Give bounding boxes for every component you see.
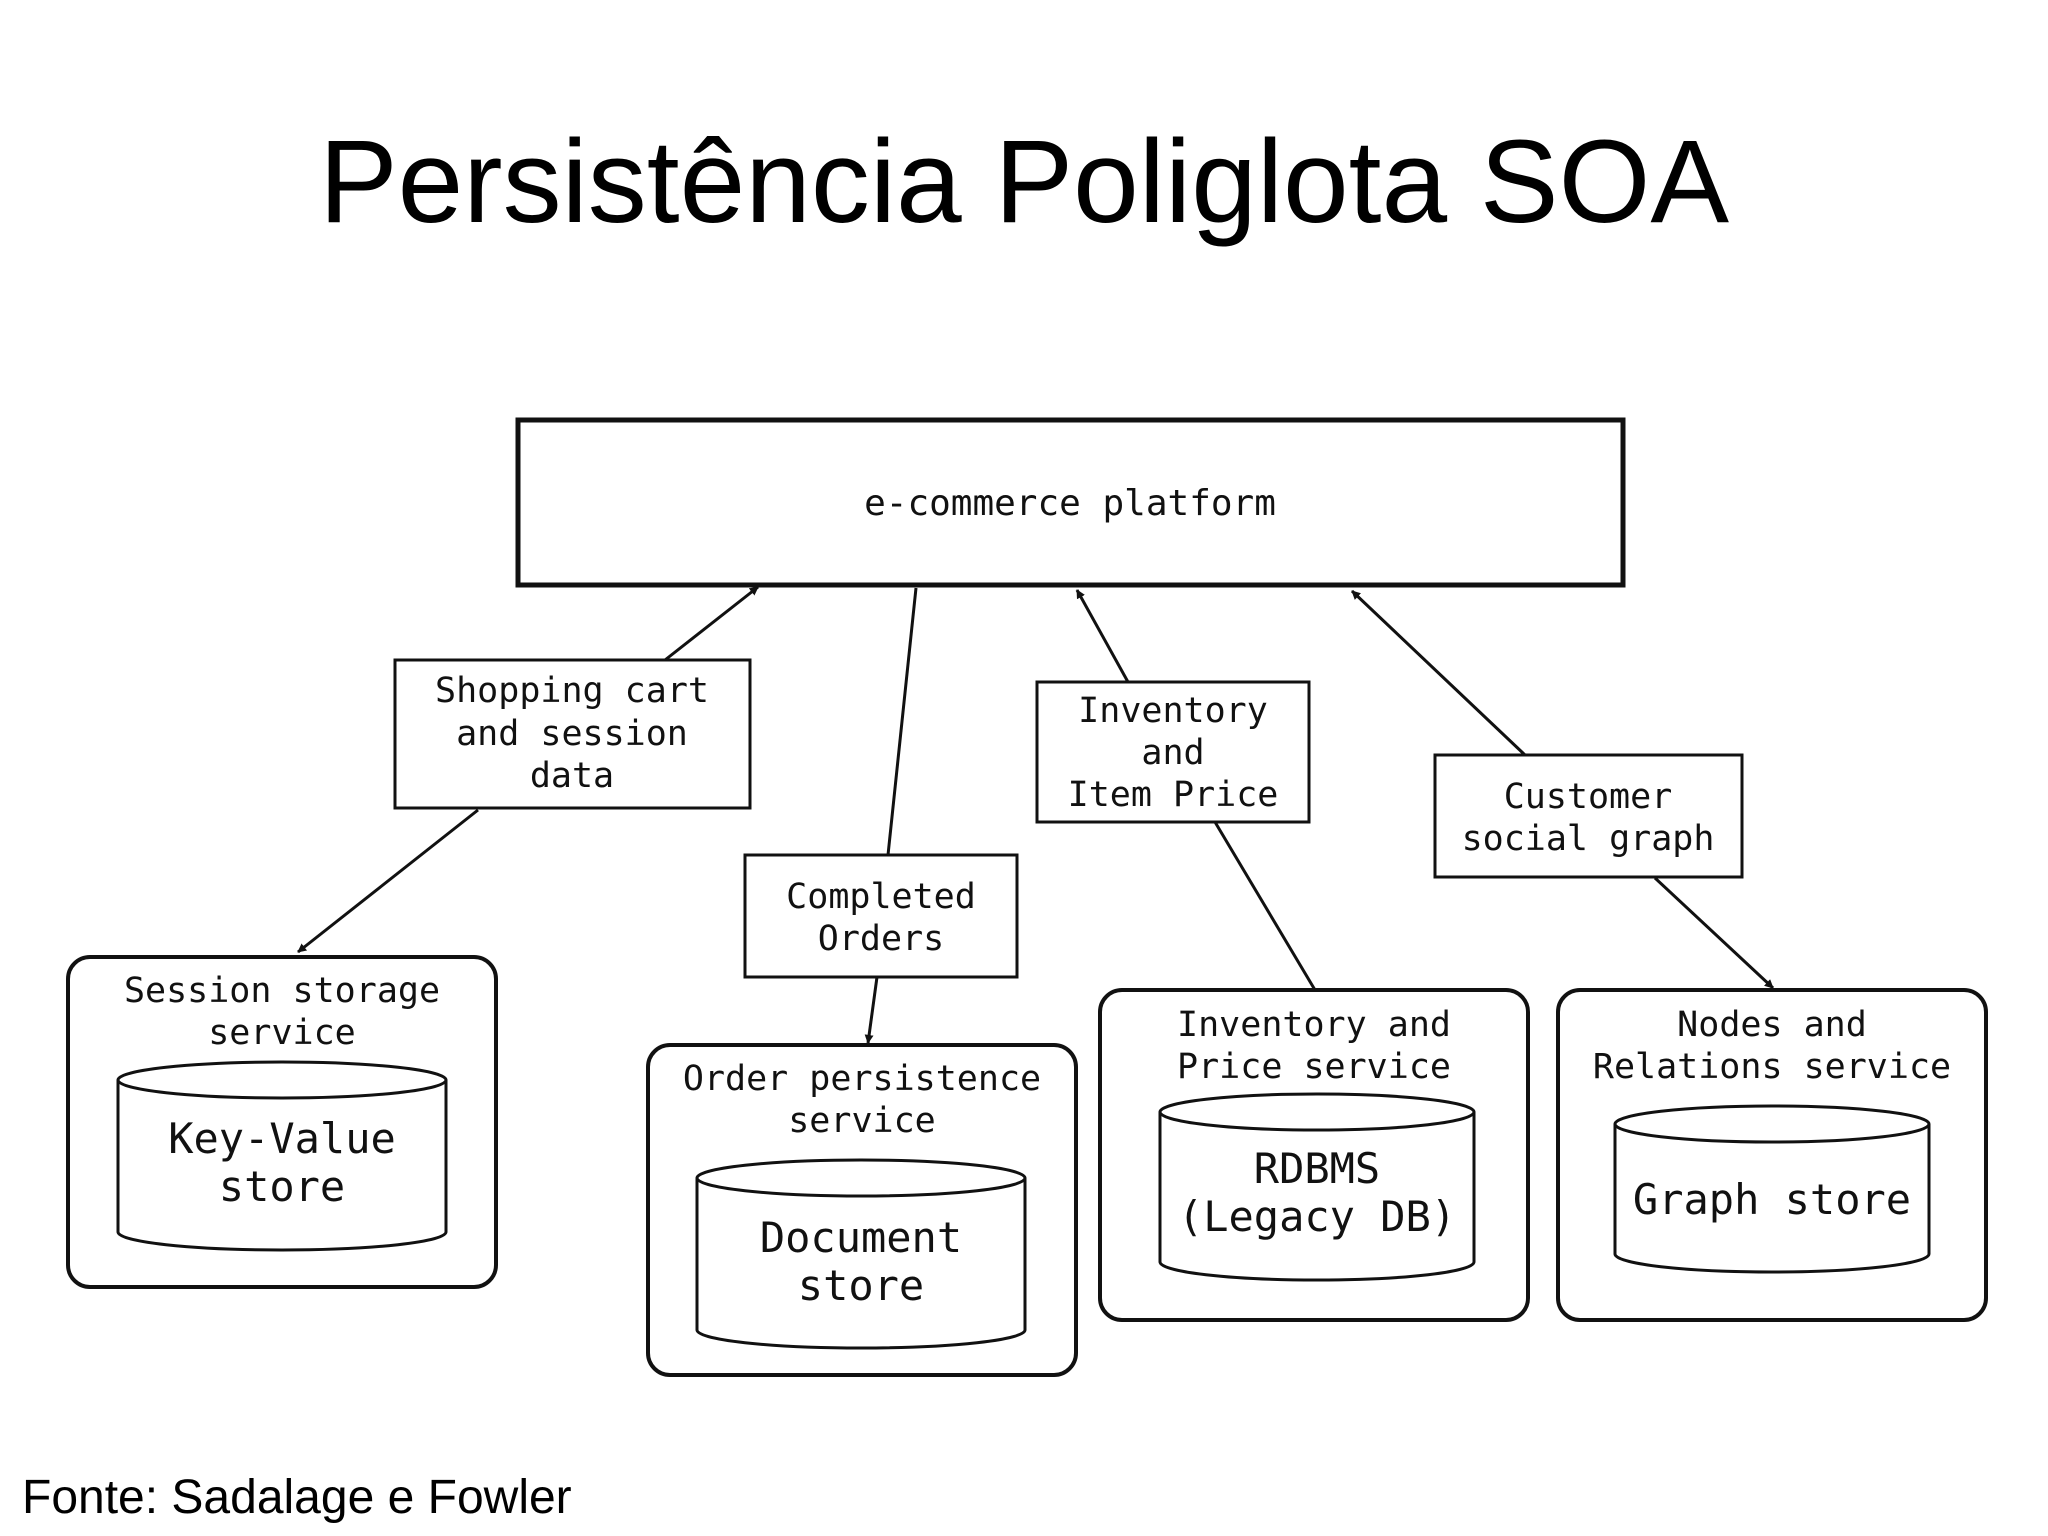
edge-label-text: Shopping cart xyxy=(435,671,709,711)
edge-label-text: data xyxy=(530,756,614,796)
service-name: Session storage xyxy=(124,971,440,1011)
service-name: Price service xyxy=(1177,1047,1451,1087)
edge-label-text: social graph xyxy=(1462,819,1715,859)
store-label: (Legacy DB) xyxy=(1178,1192,1456,1241)
platform-node: e-commerce platform xyxy=(515,417,1626,588)
store-label: store xyxy=(219,1162,345,1211)
database-icon xyxy=(1613,1104,1931,1274)
edge-social-to-platform xyxy=(1350,589,1527,757)
store-label: RDBMS xyxy=(1254,1144,1380,1193)
store-label: Graph store xyxy=(1633,1175,1911,1224)
edge-label-orders: Completed Orders xyxy=(743,853,1019,979)
edge-label-text: Item Price xyxy=(1068,775,1279,815)
platform-label: e-commerce platform xyxy=(864,483,1276,524)
edge-label-text: Completed xyxy=(786,877,976,917)
store-label: Document xyxy=(760,1213,962,1262)
edge-orders-to-order-service xyxy=(864,976,879,1044)
edge-label-shopping: Shopping cart and session data xyxy=(393,658,752,810)
edge-inventory-to-platform xyxy=(1075,589,1130,683)
database-icon xyxy=(695,1158,1027,1350)
service-name: service xyxy=(788,1101,936,1141)
service-name: service xyxy=(208,1013,356,1053)
source-citation: Fonte: Sadalage e Fowler xyxy=(22,1471,572,1524)
slide-title: Persistência Poliglota SOA xyxy=(318,116,1730,248)
service-name: Nodes and xyxy=(1677,1005,1867,1045)
edge-label-social: Customer social graph xyxy=(1433,753,1744,879)
service-name: Relations service xyxy=(1593,1047,1951,1087)
service-name: Order persistence xyxy=(683,1059,1041,1099)
edge-platform-to-orders xyxy=(886,587,918,856)
edge-shopping-to-session xyxy=(297,808,479,954)
edge-label-text: Inventory xyxy=(1078,691,1268,731)
edge-label-text: and xyxy=(1141,733,1204,773)
service-inventory-price: Inventory and Price service RDBMS (Legac… xyxy=(1098,988,1530,1322)
edge-label-text: Orders xyxy=(818,919,944,959)
database-icon xyxy=(116,1060,448,1252)
edge-inventory-service-to-label xyxy=(1213,821,1317,991)
edge-shopping-to-platform xyxy=(664,585,759,662)
service-nodes-relations: Nodes and Relations service Graph store xyxy=(1556,988,1988,1322)
edges xyxy=(297,585,1775,1044)
edge-label-text: Customer xyxy=(1504,777,1673,817)
store-label: Key-Value xyxy=(168,1114,396,1163)
store-label: store xyxy=(798,1261,924,1310)
service-name: Inventory and xyxy=(1177,1005,1451,1045)
database-icon xyxy=(1158,1092,1476,1282)
service-order-persistence: Order persistence service Document store xyxy=(646,1043,1078,1377)
edge-social-to-graph xyxy=(1653,876,1775,990)
edge-label-inventory: Inventory and Item Price xyxy=(1035,680,1311,824)
edge-label-text: and session xyxy=(456,714,688,754)
service-session-storage: Session storage service Key-Value store xyxy=(66,955,498,1289)
